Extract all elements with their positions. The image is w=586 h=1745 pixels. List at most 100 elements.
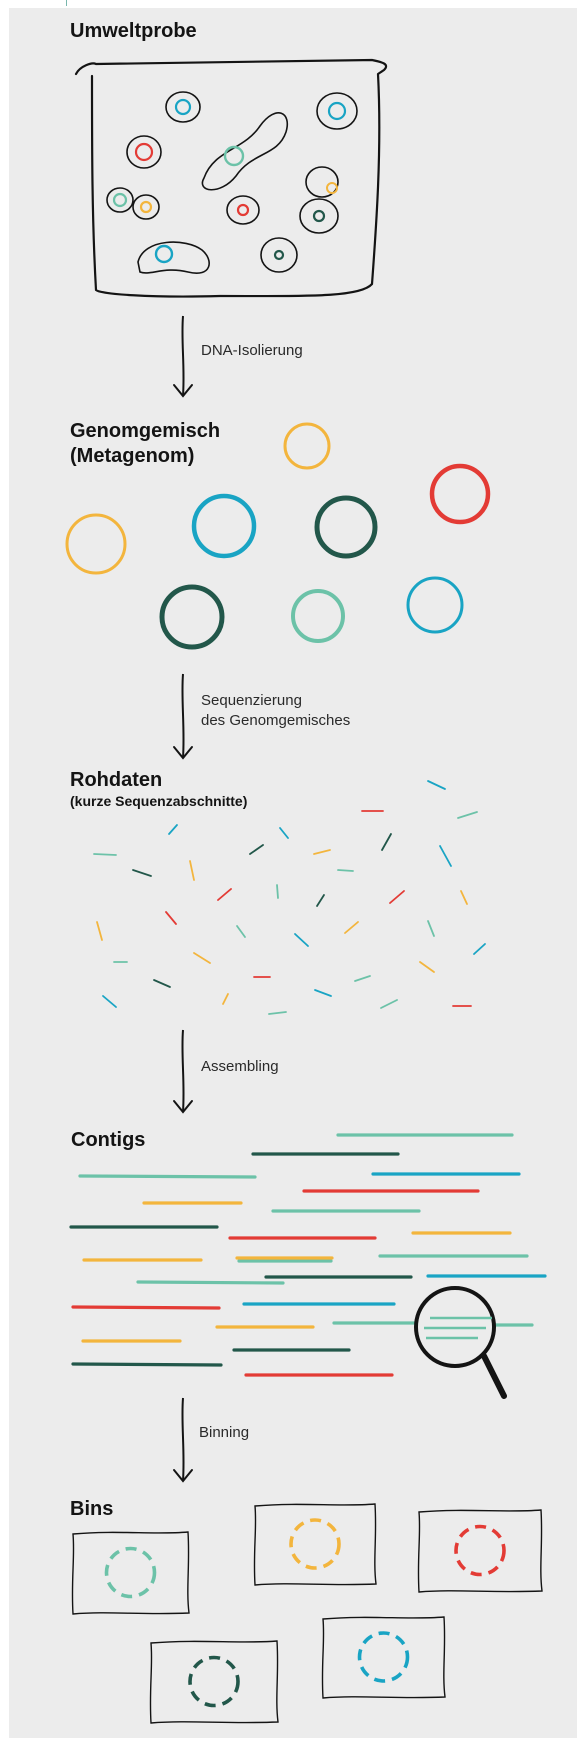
down-arrow-icon	[181, 673, 185, 759]
metagenome-title-line2: (Metagenom)	[70, 445, 195, 467]
microbe-cells	[106, 91, 358, 274]
bin-box	[321, 1616, 446, 1699]
dashed-genome-icon	[188, 1655, 240, 1708]
microbe-cell	[316, 92, 358, 130]
step-binning-label: Binning	[199, 1424, 250, 1441]
sequence-reads	[93, 780, 486, 1015]
step-sequencing-label-1: Sequenzierung	[201, 692, 302, 709]
sequence-read	[102, 995, 117, 1008]
dashed-genome-icon	[454, 1524, 506, 1577]
dashed-genome-icon	[357, 1631, 410, 1683]
sequence-read	[419, 961, 435, 973]
sequence-read	[337, 869, 354, 872]
down-arrow-icon	[181, 1397, 185, 1482]
step-assembling-label: Assembling	[201, 1058, 279, 1075]
genome-circle	[159, 584, 225, 650]
step-sequencing-label-2: des Genomgemisches	[201, 712, 351, 729]
top-accent-line	[66, 0, 67, 6]
bin-box	[71, 1531, 190, 1615]
sequence-read	[236, 925, 246, 938]
sample-title: Umweltprobe	[70, 20, 197, 42]
microbe-genome	[236, 203, 250, 217]
microbe-genome	[112, 192, 128, 208]
down-arrow-icon	[181, 1029, 185, 1113]
process-arrows	[173, 315, 193, 1483]
beaker-icon	[74, 58, 388, 298]
contig-lines	[69, 1133, 547, 1377]
sequence-read	[316, 894, 325, 907]
sequence-read	[439, 845, 452, 867]
down-arrow-icon	[173, 1100, 193, 1114]
sequence-read	[344, 921, 359, 934]
bin-box	[149, 1640, 279, 1724]
sequence-read	[427, 920, 435, 937]
dashed-genome-icon	[289, 1518, 341, 1570]
sequence-read	[313, 849, 331, 855]
genome-circle	[429, 463, 491, 525]
microbe-genome	[273, 249, 285, 261]
microbe-cell	[106, 187, 134, 213]
sequence-read	[249, 844, 264, 855]
microbe-cell	[299, 198, 339, 234]
sequence-read	[294, 933, 309, 947]
sequence-read	[380, 999, 398, 1009]
genome-circle	[65, 513, 127, 575]
sequence-read	[460, 890, 468, 905]
sequence-read	[217, 888, 232, 901]
microbe-cell	[305, 166, 339, 198]
sequence-read	[279, 827, 289, 839]
microbe-cell	[137, 241, 210, 274]
dashed-genome-icon	[104, 1546, 157, 1599]
rawdata-title: Rohdaten	[70, 769, 163, 791]
microbe-cell	[132, 194, 160, 220]
down-arrow-icon	[173, 384, 193, 398]
contig-line	[71, 1362, 223, 1367]
step-isolation-label: DNA-Isolierung	[201, 342, 303, 359]
sequence-read	[168, 824, 178, 835]
contig-line	[136, 1280, 285, 1285]
sequence-read	[427, 780, 446, 790]
sequence-read	[268, 1011, 287, 1015]
bin-box	[417, 1509, 543, 1593]
microbe-genome	[134, 142, 154, 162]
genome-circle	[406, 576, 464, 634]
genome-circle	[291, 589, 345, 643]
sequence-read	[93, 853, 117, 856]
microbe-genome	[326, 182, 338, 194]
down-arrow-icon	[173, 1469, 193, 1483]
microbe-cell	[201, 112, 289, 191]
sequence-read	[193, 952, 211, 964]
sequence-read	[473, 943, 486, 955]
genome-circle	[191, 493, 257, 559]
sequence-read	[381, 833, 392, 851]
microbe-genome	[174, 98, 192, 116]
microbe-genome	[223, 145, 245, 167]
sequence-read	[165, 911, 177, 925]
microbe-cell	[226, 195, 260, 225]
microbe-cell	[260, 237, 298, 273]
microbe-genome	[154, 244, 174, 264]
sequence-read	[354, 975, 371, 982]
rawdata-subtitle: (kurze Sequenzabschnitte)	[70, 793, 248, 809]
down-arrow-icon	[181, 315, 185, 397]
genome-circle	[314, 495, 378, 559]
sequence-read	[457, 811, 478, 819]
magnifier-icon	[414, 1286, 507, 1399]
contig-line	[78, 1174, 257, 1179]
microbe-genome	[327, 101, 347, 121]
genome-circles	[65, 422, 491, 650]
sequence-read	[222, 993, 229, 1005]
microbe-cell	[165, 91, 201, 123]
sequence-read	[314, 989, 332, 997]
microbe-cell	[126, 135, 162, 169]
contig-line	[71, 1305, 221, 1310]
bins-group	[71, 1503, 543, 1724]
contigs-title: Contigs	[71, 1129, 146, 1151]
genome-circle	[283, 422, 331, 470]
sequence-read	[153, 979, 171, 988]
sequence-read	[132, 869, 152, 877]
bin-box	[253, 1503, 377, 1586]
down-arrow-icon	[173, 746, 193, 760]
bins-title: Bins	[70, 1498, 114, 1520]
